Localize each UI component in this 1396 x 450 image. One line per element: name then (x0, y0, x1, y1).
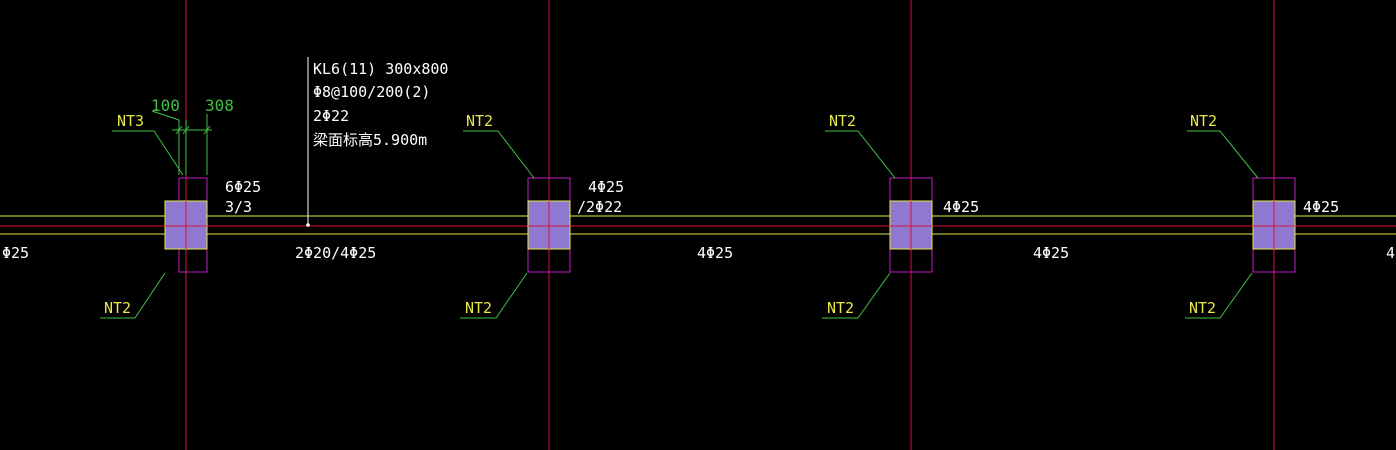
tag-bottom-1: NT2 (104, 299, 131, 317)
beam (0, 215, 1396, 235)
bottom-bar-2: 4Φ25 (697, 244, 733, 262)
tag-bottom-4: NT2 (1189, 299, 1216, 317)
dim-tick-1 (175, 125, 183, 135)
rebar-2-line2: /2Φ22 (577, 198, 622, 216)
dim-tick-3 (203, 125, 211, 135)
dim-right-label: 308 (205, 96, 234, 115)
leader-bottom-1 (100, 272, 166, 319)
leader-bottom-4 (1185, 272, 1253, 319)
bottom-bars: Φ25 2Φ20/4Φ25 4Φ25 4Φ25 4 (2, 244, 1395, 262)
column-tags: NT3 NT2 NT2 NT2 NT2 NT2 NT2 NT2 (104, 112, 1217, 317)
bottom-bar-1: 2Φ20/4Φ25 (295, 244, 376, 262)
support-rebar: 6Φ25 3/3 4Φ25 /2Φ22 4Φ25 4Φ25 (225, 178, 1339, 216)
dim-tick-2 (182, 125, 190, 135)
rebar-4-line1: 4Φ25 (1303, 198, 1339, 216)
column-4[interactable] (1252, 177, 1296, 273)
beam-spec: KL6(11) 300x800 Φ8@100/200(2) 2Φ22 梁面标高5… (313, 60, 448, 149)
column-3[interactable] (889, 177, 933, 273)
tag-top-4: NT2 (1190, 112, 1217, 130)
dimension-labels: 100 308 (151, 96, 234, 115)
column-1[interactable] (164, 177, 208, 273)
tag-top-3: NT2 (829, 112, 856, 130)
tag-top-2: NT2 (466, 112, 493, 130)
dim-left-label: 100 (151, 96, 180, 115)
leader-top-3 (825, 130, 896, 179)
beam-annotation-leader (306, 57, 310, 227)
bottom-bar-0: Φ25 (2, 244, 29, 262)
beam-top-bars: 2Φ22 (313, 107, 349, 125)
leader-top-4 (1187, 130, 1259, 179)
rebar-1-line2: 3/3 (225, 198, 252, 216)
beam-name: KL6(11) 300x800 (313, 60, 448, 78)
rebar-1-line1: 6Φ25 (225, 178, 261, 196)
leaders (100, 130, 1259, 319)
bottom-bar-3: 4Φ25 (1033, 244, 1069, 262)
bottom-bar-4: 4 (1386, 244, 1395, 262)
tag-top-1: NT3 (117, 112, 144, 130)
beam-elevation: 梁面标高5.900m (313, 131, 427, 149)
leader-top-1 (112, 130, 184, 176)
beam-stirrups: Φ8@100/200(2) (313, 83, 430, 101)
annotation-leader-dot (306, 223, 310, 227)
leader-top-2 (463, 130, 535, 179)
column-2[interactable] (527, 177, 571, 273)
leader-bottom-3 (822, 272, 891, 319)
dim-label-lead-1 (151, 110, 180, 121)
tag-bottom-2: NT2 (465, 299, 492, 317)
tag-bottom-3: NT2 (827, 299, 854, 317)
rebar-2-line1: 4Φ25 (588, 178, 624, 196)
rebar-3-line1: 4Φ25 (943, 198, 979, 216)
leader-bottom-2 (460, 272, 528, 319)
dimension-marks (151, 110, 212, 175)
